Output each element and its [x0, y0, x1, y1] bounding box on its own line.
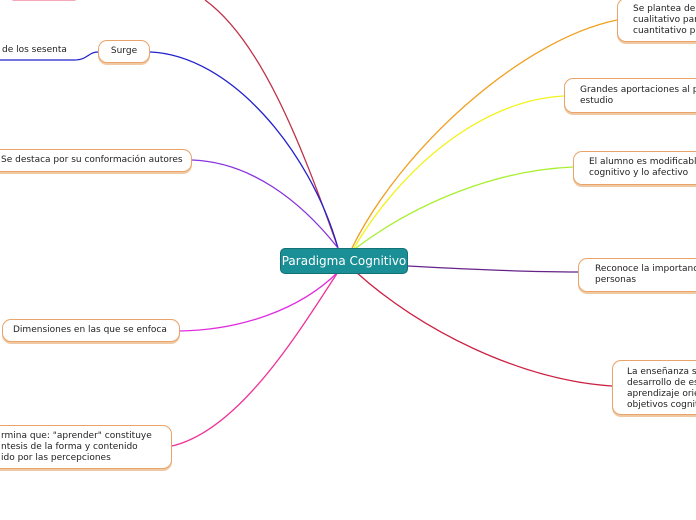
topic-autores[interactable]: Se destaca por su conformación autores	[0, 149, 192, 172]
topic-dimensiones-label: Dimensiones en las que se enfoca	[13, 325, 167, 335]
topic-dimensiones[interactable]: Dimensiones en las que se enfoca	[2, 319, 180, 342]
topic-plantea-line-1: Se plantea de	[633, 4, 696, 14]
topic-aportaciones-line-2: estudio	[580, 96, 614, 106]
connector-aprender	[171, 271, 339, 447]
connector-reconoce	[407, 265, 579, 273]
topic-alumno-line-1: El alumno es modificabl	[589, 157, 696, 167]
topic-autores-label: Se destaca por su conformación autores	[1, 155, 183, 165]
connector-dimensiones	[179, 271, 339, 332]
topic-plantea-line-2: cualitativo par	[633, 15, 696, 25]
connector-ensenanza	[355, 271, 613, 387]
connector-alumno	[355, 166, 574, 249]
topic-ensenanza[interactable]: La enseñanza s desarrollo de es aprendiz…	[612, 360, 696, 415]
topic-surge-label: Surge	[110, 46, 138, 56]
connector-aportaciones	[353, 95, 565, 249]
topic-ensenanza-line-3: aprendizaje orie	[627, 389, 696, 399]
topic-alumno[interactable]: El alumno es modificabl cognitivo y lo a…	[573, 151, 696, 185]
topic-sesenta[interactable]: de los sesenta	[2, 45, 67, 55]
topic-surge[interactable]: Surge	[98, 40, 150, 63]
central-topic[interactable]: Paradigma Cognitivo	[280, 248, 408, 274]
topic-plantea[interactable]: Se plantea de cualitativo par cuantitati…	[617, 0, 696, 42]
topic-aprender[interactable]: rmina que: "aprender" constituye ntesis …	[0, 425, 172, 469]
topic-aprender-line-2: ntesis de la forma y contenido	[1, 442, 138, 452]
topic-ensenanza-line-1: La enseñanza s	[627, 367, 696, 377]
topic-reconoce[interactable]: Reconoce la importanc personas	[578, 258, 696, 292]
topic-aportaciones[interactable]: Grandes aportaciones al p estudio	[564, 78, 696, 113]
connector-plantea	[351, 19, 618, 249]
connector-surge	[149, 51, 339, 249]
topic-ensenanza-line-4: objetivos cognit	[627, 400, 696, 410]
topic-reconoce-line-2: personas	[595, 275, 637, 285]
topic-ensenanza-line-2: desarrollo de es	[627, 378, 696, 388]
connector-sesenta	[0, 51, 99, 61]
topic-reconoce-line-1: Reconoce la importanc	[595, 264, 696, 274]
topic-aportaciones-line-1: Grandes aportaciones al p	[580, 85, 696, 95]
topic-alumno-line-2: cognitivo y lo afectivo	[589, 168, 689, 178]
topic-plantea-line-3: cuantitativo p	[633, 26, 696, 36]
topic-aprender-line-1: rmina que: "aprender" constituye	[1, 431, 152, 441]
topic-aprender-line-3: ido por las percepciones	[1, 453, 111, 463]
offscreen-node-edge	[12, 0, 76, 1]
connector-autores	[191, 159, 339, 249]
